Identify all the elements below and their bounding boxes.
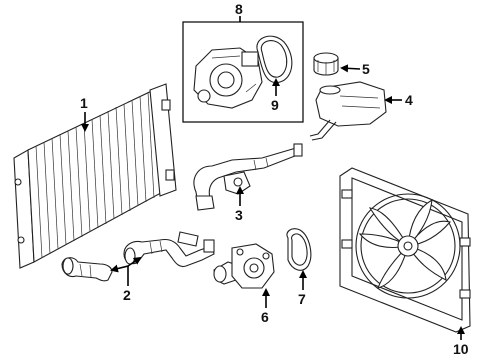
callout-8: 8 bbox=[235, 1, 243, 17]
callout-9: 9 bbox=[271, 97, 279, 113]
reservoir-cap bbox=[313, 52, 339, 76]
callout-10: 10 bbox=[453, 341, 469, 357]
callout-6: 6 bbox=[261, 309, 269, 325]
pump-gasket bbox=[256, 35, 293, 84]
callout-5: 5 bbox=[362, 61, 370, 77]
leader-2b bbox=[127, 256, 142, 267]
callout-7: 7 bbox=[298, 291, 306, 307]
lower-hoses bbox=[61, 231, 215, 282]
upper-hose bbox=[193, 143, 303, 211]
thermostat-housing bbox=[213, 243, 275, 289]
leader-lines bbox=[81, 16, 465, 340]
leader-5 bbox=[340, 64, 361, 73]
callout-4: 4 bbox=[405, 92, 413, 108]
callout-3: 3 bbox=[235, 207, 243, 223]
leader-2a bbox=[110, 264, 129, 273]
callout-1: 1 bbox=[80, 95, 88, 111]
thermostat-gasket bbox=[286, 228, 312, 271]
fan-blades bbox=[358, 198, 451, 289]
water-pump bbox=[193, 47, 263, 109]
radiator bbox=[13, 83, 177, 269]
callout-2: 2 bbox=[123, 287, 131, 303]
fan-shroud bbox=[339, 167, 471, 333]
callouts: 1 2 3 4 5 6 7 8 9 10 bbox=[80, 1, 469, 357]
coolant-reservoir bbox=[309, 81, 387, 141]
water-pump-box bbox=[182, 21, 304, 123]
